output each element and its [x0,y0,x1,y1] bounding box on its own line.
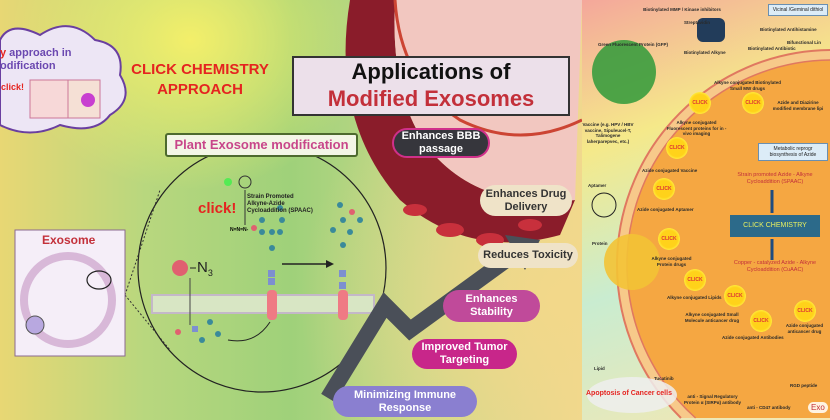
cloud-text-highlight: y [0,47,7,59]
label-streptavidin: Streptavidin [684,20,711,25]
page-title: Applications of Modified Exosomes [292,56,570,116]
label-azide-vaccine: Azide conjugated Vaccine [642,168,698,173]
label-fluor: Alkyne conjugated Fluorescent proteins f… [666,120,727,136]
cyclooctyne [238,175,252,189]
click-burst: CLICK [742,92,764,114]
exo-label: Exo [808,402,828,413]
label-protein: Protein [592,241,608,246]
red-blood-cell [436,223,464,237]
exosome-cell-panel: Biotinylated MMP / Kinase inhibitors Str… [582,0,830,420]
apoptosis-bubble [587,377,677,413]
spaac-line: Strain Promoted [247,194,294,200]
label-antibiotic: Biotinylated Antibiotic [748,46,796,51]
zoom-line [124,189,161,296]
cloud-text-line2: odification [0,60,56,72]
click-chemistry-heading: CLICK CHEMISTRY APPROACH [110,60,290,100]
n3-label: N3 [197,259,213,278]
spaac-line: Cycloaddition (SPAAC) [247,208,313,214]
click-burst: CLICK [794,300,816,322]
membrane [151,294,375,314]
heading-line2: APPROACH [157,81,243,98]
label-azide-aptamer: Azide conjugated Aptamer [637,207,694,212]
click-burst: CLICK [750,310,772,332]
label-gfp: Green Fluorescent Protein (GFP) [598,42,669,47]
title-line2: Modified Exosomes [327,86,535,111]
cloud-text-part: approach in [6,47,72,59]
azide-sugar [172,260,188,276]
click-chemistry-box [730,215,820,237]
click-burst: CLICK [653,178,675,200]
brain-vessel [345,0,575,243]
label-cuaac: Copper - catalyzed Azide - Alkyne Cycloa… [733,260,817,273]
label-alkyne: Biotinylated Alkyne [684,50,726,55]
apoptosis-label: Apoptosis of Cancer cells [586,390,672,397]
gfp-protein [592,40,656,104]
label-metabolic: Metabolic reprogr biosynthesis of Azide [758,143,828,161]
glycan-chain-right [330,202,363,289]
label-rgd: RGD peptide [790,383,818,388]
label-tucatinib: Tucatinib [654,376,674,381]
click-burst: CLICK [658,228,680,250]
label-sirp-antibody: anti - Signal Regulatory Protein α (SIRP… [683,394,742,405]
app-enhances-stability: Enhances Stability [443,290,540,322]
label-lipid: Lipid [594,366,605,371]
cell-illustration [587,18,830,419]
cloud-text-line1: y approach in [0,47,72,59]
app-immune-response: Minimizing Immune Response [333,386,477,417]
improvement-arrow [321,243,525,403]
heading-line1: CLICK CHEMISTRY [131,61,269,78]
app-tumor-targeting: Improved Tumor Targeting [412,339,517,369]
label-azide-anticancer: Azide conjugated anticancer drug [785,323,824,334]
label-small-mw: Alkyne conjugated Biotinylated Small MW … [713,80,781,91]
spaac-label: Strain Promoted Alkyne-Azide Cycloadditi… [247,194,313,215]
n-label: N [197,259,208,276]
n-subscript: 3 [207,268,213,278]
label-antihistamine: Biotinylated Antihistamine [760,27,817,32]
click-burst: CLICK [689,92,711,114]
title-line1: Applications of [351,59,511,84]
label-antibodies: Azide conjugated Antibodies [722,335,784,340]
puzzle-piece-left [29,79,69,119]
label-bifunctional: Bifunctional Lin [787,40,821,45]
aptamer [591,192,617,218]
protein [604,234,660,290]
click-chemistry-title: CLICK CHEMISTRY [743,222,807,229]
exosome-label: Exosome [42,233,96,247]
label-protein-drugs: Alkyne conjugated Protein drugs [651,256,692,267]
purple-dot [81,93,95,107]
click-chemistry-panel: y approach in odification click! CLICK C… [0,0,582,420]
app-drug-delivery: Enhances Drug Delivery [480,185,572,216]
glycan-chain-left [259,205,285,285]
app-bbb-passage: Enhances BBB passage [392,128,490,158]
label-aptamer: Aptamer [588,183,607,188]
streptavidin [697,18,725,42]
azide-dot [251,225,257,231]
click-label: click! [198,200,237,217]
spaac-line: Alkyne-Azide [247,201,285,207]
label-spaac: Strain promoted Azide - Alkyne Cycloaddi… [737,172,813,185]
membrane-protein [338,290,348,320]
plant-exosome-label: Plant Exosome modification [165,133,358,157]
label-vaccine: Vaccine (e.g. HPV / HBV vaccine, Sipuleu… [582,122,634,144]
azide-formula: N=N=N- [230,227,249,233]
app-reduces-toxicity: Reduces Toxicity [478,243,578,268]
click-burst: CLICK [684,269,706,291]
label-lipids: Alkyne conjugated Lipids [667,295,722,300]
click-burst: CLICK [666,137,688,159]
green-fluorophore [224,178,232,186]
label-vicinal: Vicinal /Geminal dithiol [768,4,828,16]
label-mmp: Biotinylated MMP / Kinase inhibitors [643,7,721,12]
membrane-protein [267,290,277,320]
click-burst: CLICK [724,285,746,307]
exosome-box [14,229,126,357]
label-azide-diazirine: Azide and Diazirine modified membrane li… [772,100,824,111]
label-cd47-antibody: anti - CD47 antibody [747,405,791,410]
cloud-click-label: click! [1,82,25,92]
label-small-molecule: Alkyne conjugated Small Molecule antican… [684,312,740,323]
